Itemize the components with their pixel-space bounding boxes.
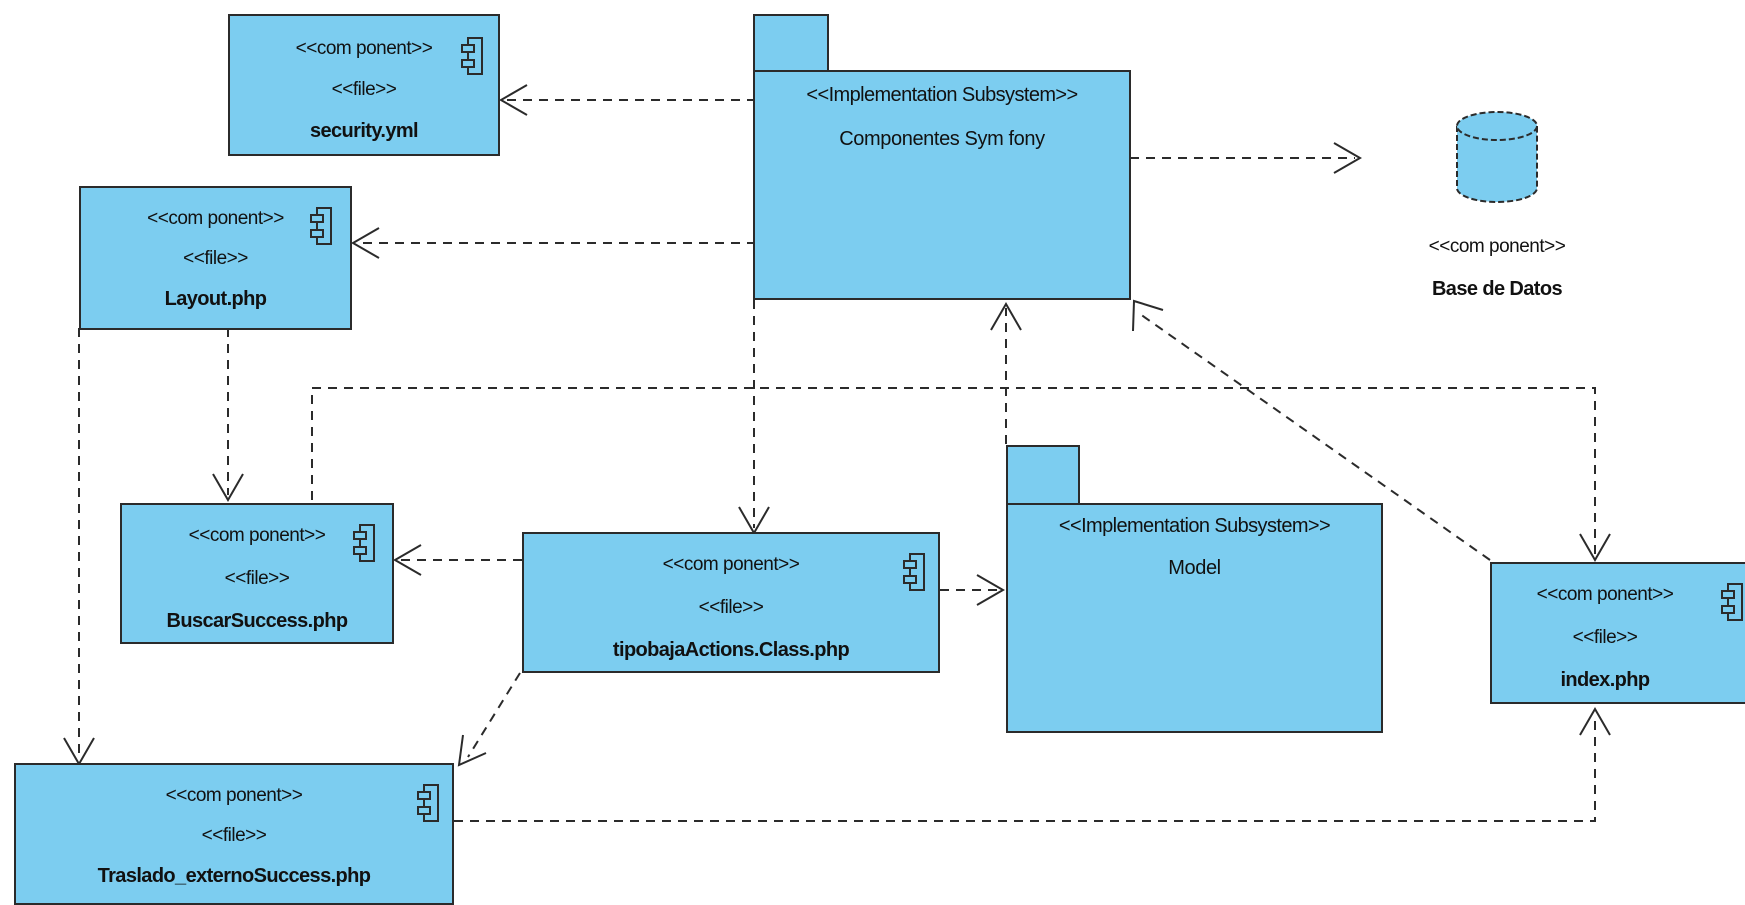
arrowhead-security — [498, 84, 528, 116]
model-stereotype: <<Implementation Subsystem>> — [1058, 515, 1331, 537]
tipobaja-stereotype: <<com ponent>> — [662, 554, 800, 575]
buscar-component[interactable]: <<com ponent>> <<file>> BuscarSuccess.ph… — [120, 503, 394, 644]
database-name: Base de Datos — [1431, 278, 1563, 300]
tipobaja-name: tipobajaActions.Class.php — [612, 639, 850, 661]
tipobaja-file-stereotype: <<file>> — [698, 597, 764, 618]
arrowhead-symfony-from-model — [990, 301, 1022, 331]
arrowhead-database — [1333, 142, 1363, 174]
arrowhead-model — [976, 574, 1006, 606]
arrowhead-symfony-from-index — [1132, 299, 1164, 332]
layout-stereotype: <<com ponent>> — [147, 208, 284, 229]
dep-buscar-to-index — [311, 387, 1596, 555]
tipobaja-component[interactable]: <<com ponent>> <<file>> tipobajaActions.… — [522, 532, 940, 673]
model-name: Model — [1168, 557, 1221, 579]
index-stereotype: <<com ponent>> — [1536, 584, 1674, 605]
component-icon — [1721, 583, 1743, 621]
component-icon — [310, 207, 332, 245]
component-icon — [903, 553, 925, 591]
component-icon — [461, 37, 483, 75]
index-component[interactable]: <<com ponent>> <<file>> index.php — [1490, 562, 1745, 704]
dep-traslado-to-index — [454, 714, 1596, 822]
security-component[interactable]: <<com ponent>> <<file>> security.yml — [228, 14, 500, 156]
index-file-stereotype: <<file>> — [1572, 627, 1638, 648]
security-file-stereotype: <<file>> — [331, 79, 397, 100]
security-name: security.yml — [309, 120, 419, 142]
arrowhead-index-from-traslado — [1579, 706, 1611, 736]
layout-file-stereotype: <<file>> — [183, 248, 248, 269]
index-name: index.php — [1560, 669, 1650, 691]
symfony-name: Componentes Sym fony — [839, 128, 1045, 150]
buscar-file-stereotype: <<file>> — [224, 568, 290, 589]
arrowhead-buscar — [212, 473, 244, 503]
security-stereotype: <<com ponent>> — [295, 38, 433, 59]
database-stereotype: <<com ponent>> — [1428, 236, 1566, 257]
arrowhead-traslado-from-tipobaja — [457, 734, 487, 767]
arrowhead-index-from-buscar — [1579, 533, 1611, 563]
traslado-component[interactable]: <<com ponent>> <<file>> Traslado_externo… — [14, 763, 454, 905]
arrowhead-buscar-from-tipobaja — [392, 544, 422, 576]
symfony-package-tab — [753, 14, 829, 72]
symfony-subsystem[interactable]: <<Implementation Subsystem>> Componentes… — [753, 70, 1131, 300]
traslado-file-stereotype: <<file>> — [201, 825, 267, 846]
symfony-stereotype: <<Implementation Subsystem>> — [806, 84, 1078, 106]
layout-component[interactable]: <<com ponent>> <<file>> Layout.php — [79, 186, 352, 330]
dep-index-to-symfony — [1139, 313, 1491, 561]
traslado-name: Traslado_externoSuccess.php — [97, 865, 371, 887]
buscar-stereotype: <<com ponent>> — [188, 525, 326, 546]
model-package-tab — [1006, 445, 1080, 505]
traslado-stereotype: <<com ponent>> — [165, 785, 303, 806]
model-subsystem[interactable]: <<Implementation Subsystem>> Model — [1006, 503, 1383, 733]
layout-name: Layout.php — [164, 288, 267, 310]
component-icon — [353, 524, 375, 562]
buscar-name: BuscarSuccess.php — [166, 610, 349, 632]
component-icon — [417, 784, 439, 822]
dep-tipobaja-to-traslado — [467, 672, 521, 758]
database-icon[interactable] — [1454, 108, 1540, 208]
arrowhead-layout — [350, 227, 380, 259]
